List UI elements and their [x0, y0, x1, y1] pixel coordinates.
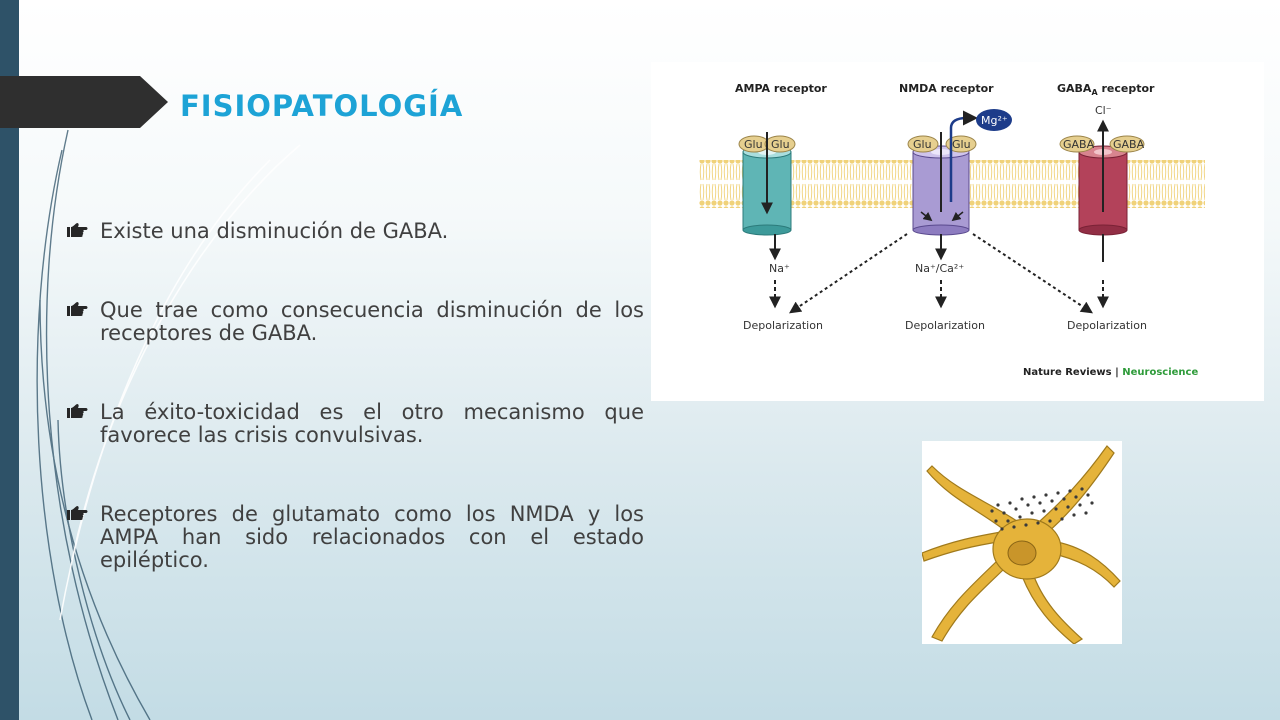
nmda-receptor: Glu Glu Mg²⁺ Na⁺/Ca²⁺ Depolarization [789, 109, 1094, 332]
ampa-effect: Depolarization [743, 319, 823, 332]
slide-title: Fisiopatología [180, 78, 464, 126]
hand-pointing-right-icon [67, 302, 88, 316]
credit-journal: Nature Reviews [1023, 367, 1112, 378]
gaba-ligand-right: GABA [1113, 138, 1145, 151]
left-sidebar-bar [0, 0, 19, 720]
nmda-label: NMDA receptor [899, 82, 994, 95]
ampa-label: AMPA receptor [735, 82, 827, 95]
bullet-text: La éxito-toxicidad es el otro mecanismo … [100, 400, 644, 447]
gaba-label-subscript: A [1091, 88, 1098, 97]
bullet-item: Existe una disminución de GABA. [66, 220, 644, 243]
title-tab-shape [0, 76, 168, 128]
ampa-receptor: Glu Glu Na⁺ Depolarization [738, 132, 823, 332]
neuron-illustration-image [922, 441, 1122, 644]
nmda-ion: Na⁺/Ca²⁺ [915, 262, 964, 275]
bullet-text: Existe una disminución de GABA. [100, 219, 449, 243]
nmda-ligand-right: Glu [952, 138, 971, 151]
gaba-effect: Depolarization [1067, 319, 1147, 332]
gaba-receptor: GABA GABA Cl⁻ Depolarization [1059, 104, 1147, 332]
ampa-ion: Na⁺ [769, 262, 790, 275]
gaba-label-name: GABA [1057, 82, 1092, 95]
hand-pointing-right-icon [67, 506, 88, 520]
ampa-ligand-right: Glu [771, 138, 790, 151]
nmda-effect: Depolarization [905, 319, 985, 332]
hand-pointing-right-icon [67, 223, 88, 237]
gaba-label-suffix: receptor [1098, 82, 1155, 95]
decorative-curves [36, 129, 301, 720]
bullet-item: La éxito-toxicidad es el otro mecanismo … [66, 401, 644, 447]
bullet-text: Que trae como consecuencia disminución d… [100, 298, 644, 345]
nmda-ligand-left: Glu [913, 138, 932, 151]
receptor-diagram-image: AMPA receptor NMDA receptor GABAA recept… [651, 62, 1264, 401]
nmda-blocker: Mg²⁺ [981, 114, 1008, 127]
gaba-ligand-left: GABA [1063, 138, 1095, 151]
diagram-credit: Nature Reviews | Neuroscience [1023, 367, 1198, 378]
gaba-ion: Cl⁻ [1095, 104, 1112, 117]
credit-separator: | [1112, 367, 1123, 378]
hand-pointing-right-icon [67, 404, 88, 418]
credit-section: Neuroscience [1122, 367, 1198, 378]
bullet-text: Receptores de glutamato como los NMDA y … [100, 502, 644, 572]
gaba-label: GABAA receptor [1057, 82, 1155, 97]
bullet-item: Receptores de glutamato como los NMDA y … [66, 503, 644, 572]
bullet-item: Que trae como consecuencia disminución d… [66, 299, 644, 345]
bullet-list: Existe una disminución de GABA. Que trae… [66, 220, 644, 572]
ampa-ligand-left: Glu [744, 138, 763, 151]
